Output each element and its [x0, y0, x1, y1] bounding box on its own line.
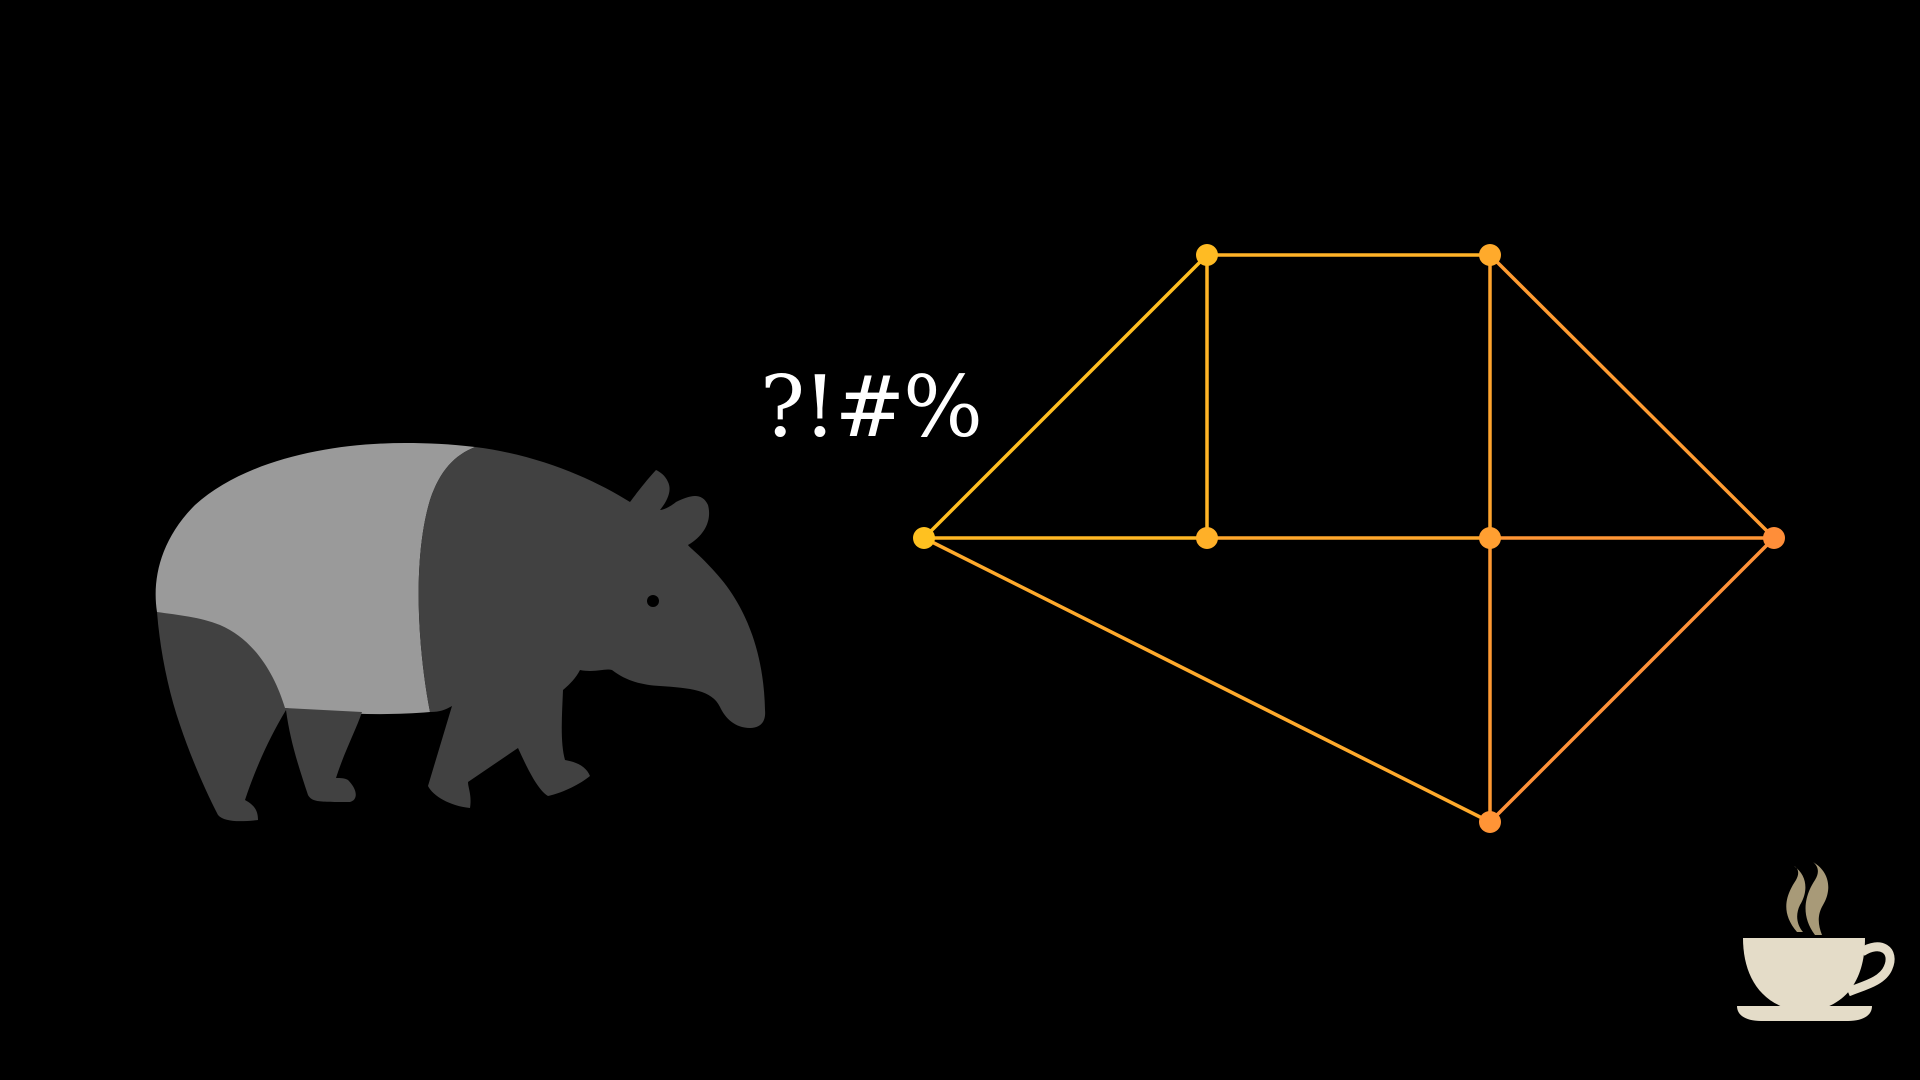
graph [913, 244, 1785, 833]
graph-edge [1488, 253, 1776, 540]
graph-nodes [913, 244, 1785, 833]
graph-node [1479, 244, 1501, 266]
steam-wisp [1786, 866, 1806, 932]
tapir-icon [155, 443, 766, 822]
graph-edges [922, 253, 1776, 824]
graph-edge [922, 536, 1492, 824]
graph-edge [922, 253, 1209, 540]
graph-node [1479, 811, 1501, 833]
coffee-cup-icon [1737, 862, 1895, 1021]
cup-handle [1846, 942, 1895, 997]
cup-body [1743, 938, 1865, 1012]
graph-node [1196, 527, 1218, 549]
graph-node [1479, 527, 1501, 549]
steam-wisp [1805, 862, 1829, 935]
graph-edge [1488, 536, 1776, 824]
graph-node [1763, 527, 1785, 549]
saucer [1737, 1006, 1872, 1021]
speech-exclamation: ?!#% [760, 358, 983, 456]
graph-node [913, 527, 935, 549]
graph-node [1196, 244, 1218, 266]
